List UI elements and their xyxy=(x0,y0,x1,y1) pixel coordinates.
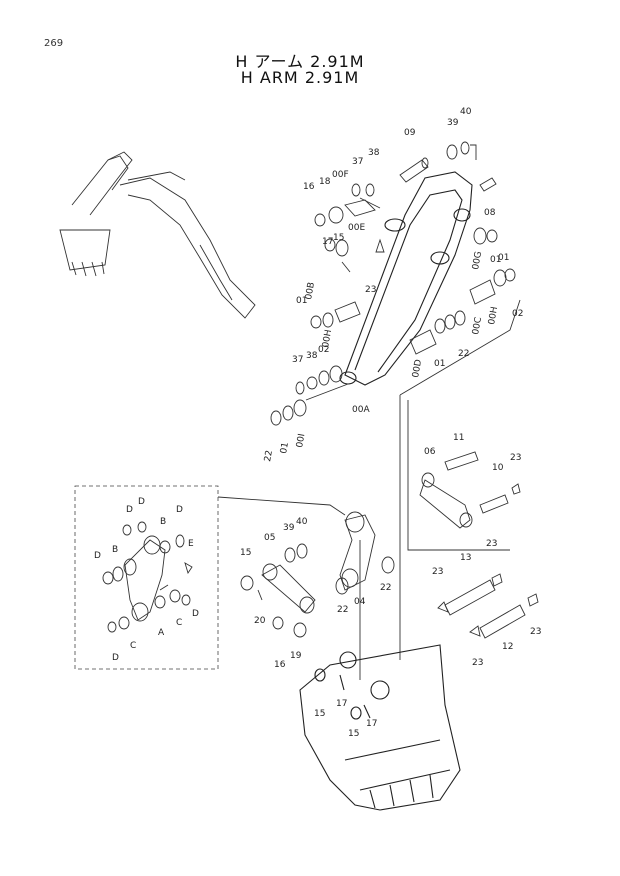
label-D: D xyxy=(126,505,133,515)
label-00H: 00H xyxy=(321,329,334,349)
label-22: 22 xyxy=(380,583,391,593)
label-22: 22 xyxy=(458,349,469,359)
label-15: 15 xyxy=(314,709,325,719)
label-15: 15 xyxy=(333,233,344,243)
label-00F: 00F xyxy=(332,170,349,180)
label-17: 17 xyxy=(322,237,333,247)
label-15: 15 xyxy=(240,548,251,558)
label-37: 37 xyxy=(352,157,363,167)
label-D: D xyxy=(176,505,183,515)
label-19: 19 xyxy=(290,651,302,661)
label-01: 01 xyxy=(490,255,501,265)
label-E: E xyxy=(188,539,194,549)
label-00H: 00H xyxy=(487,306,500,326)
label-11: 11 xyxy=(453,433,464,443)
label-00A: 00A xyxy=(352,405,370,415)
label-39: 39 xyxy=(283,523,295,533)
label-00C: 00C xyxy=(471,316,484,335)
label-00I: 00I xyxy=(295,433,307,449)
label-40: 40 xyxy=(296,517,308,527)
label-00B: 00B xyxy=(304,281,317,300)
label-09: 09 xyxy=(404,128,416,138)
label-D: D xyxy=(192,609,199,619)
page-number: 269 xyxy=(44,38,64,49)
label-13: 13 xyxy=(460,553,471,563)
label-23: 23 xyxy=(432,567,443,577)
label-10: 10 xyxy=(492,463,504,473)
label-06: 06 xyxy=(424,447,436,457)
label-C: C xyxy=(176,618,182,628)
label-16: 16 xyxy=(303,182,315,192)
label-04: 04 xyxy=(354,597,366,607)
detail-inset-linkage xyxy=(102,521,193,633)
label-01: 01 xyxy=(296,296,307,306)
label-18: 18 xyxy=(319,177,331,187)
label-02: 02 xyxy=(512,309,523,319)
label-C: C xyxy=(130,641,136,651)
bucket-pins xyxy=(437,573,539,639)
label-20: 20 xyxy=(254,616,266,626)
label-23: 23 xyxy=(486,539,497,549)
label-D: D xyxy=(94,551,101,561)
label-39: 39 xyxy=(447,118,459,128)
label-16: 16 xyxy=(274,660,286,670)
label-D: D xyxy=(112,653,119,663)
label-23: 23 xyxy=(365,285,376,295)
label-40: 40 xyxy=(460,107,472,117)
label-B: B xyxy=(160,517,166,527)
bucket xyxy=(299,644,461,811)
label-23: 23 xyxy=(530,627,541,637)
label-00E: 00E xyxy=(348,223,365,233)
link-assembly xyxy=(419,451,521,529)
label-12: 12 xyxy=(502,642,513,652)
side-links xyxy=(240,511,395,638)
label-23: 23 xyxy=(510,453,521,463)
excavator-thumbnail xyxy=(59,151,256,319)
label-17: 17 xyxy=(366,719,377,729)
label-23: 23 xyxy=(472,658,483,668)
label-08: 08 xyxy=(484,208,496,218)
label-B: B xyxy=(112,545,118,555)
detail-inset-box xyxy=(74,485,219,670)
label-15: 15 xyxy=(348,729,359,739)
label-02: 02 xyxy=(318,345,329,355)
label-38: 38 xyxy=(306,351,318,361)
label-00G: 00G xyxy=(471,251,484,271)
label-D: D xyxy=(138,497,145,507)
part-labels: 09 39 40 37 38 16 18 00F 00E 17 15 08 01… xyxy=(94,107,541,739)
label-05: 05 xyxy=(264,533,275,543)
title-english: H ARM 2.91M xyxy=(240,68,360,87)
label-01: 01 xyxy=(279,442,291,455)
label-22: 22 xyxy=(337,605,348,615)
label-01: 01 xyxy=(434,359,445,369)
label-A: A xyxy=(158,628,165,638)
label-22: 22 xyxy=(263,450,275,463)
connection-lines xyxy=(217,299,521,680)
label-17: 17 xyxy=(336,699,347,709)
label-00D: 00D xyxy=(411,359,424,379)
arm-body xyxy=(339,171,473,386)
title-japanese: H アーム 2.91M xyxy=(235,52,365,71)
upper-pins-bushings xyxy=(270,141,516,426)
label-01: 01 xyxy=(498,253,509,263)
label-37: 37 xyxy=(292,355,303,365)
label-38: 38 xyxy=(368,148,380,158)
